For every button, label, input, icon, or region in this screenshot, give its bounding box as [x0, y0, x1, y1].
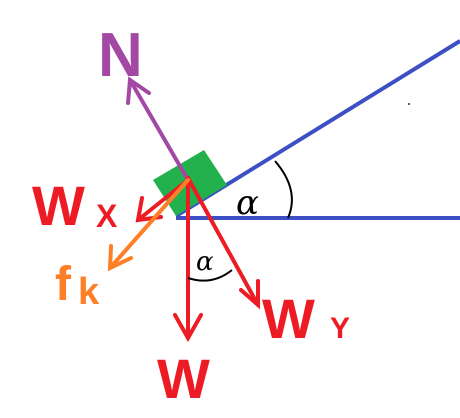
stray-dot: [408, 103, 410, 105]
svg-text:W: W: [32, 174, 85, 237]
weight-x-component-label: W X: [32, 174, 118, 237]
svg-text:W: W: [262, 287, 315, 350]
svg-text:Y: Y: [330, 312, 350, 345]
weight-y-component-label: W Y: [262, 287, 350, 350]
normal-force-label: N: [98, 21, 143, 90]
friction-vector: [107, 178, 190, 272]
weight-label: W: [157, 347, 210, 410]
weight-vector: [173, 176, 203, 343]
incline-angle-label: α: [236, 183, 259, 223]
weight-y-component-vector: [186, 176, 260, 310]
weight-angle-arc: [187, 269, 233, 282]
weight-angle-label: α: [196, 247, 214, 277]
svg-text:X: X: [96, 198, 118, 234]
svg-text:f: f: [55, 258, 72, 311]
svg-text:k: k: [78, 271, 100, 313]
normal-force-vector: [126, 76, 190, 182]
incline-angle-arc: [274, 160, 293, 219]
friction-label: f k: [55, 258, 100, 313]
